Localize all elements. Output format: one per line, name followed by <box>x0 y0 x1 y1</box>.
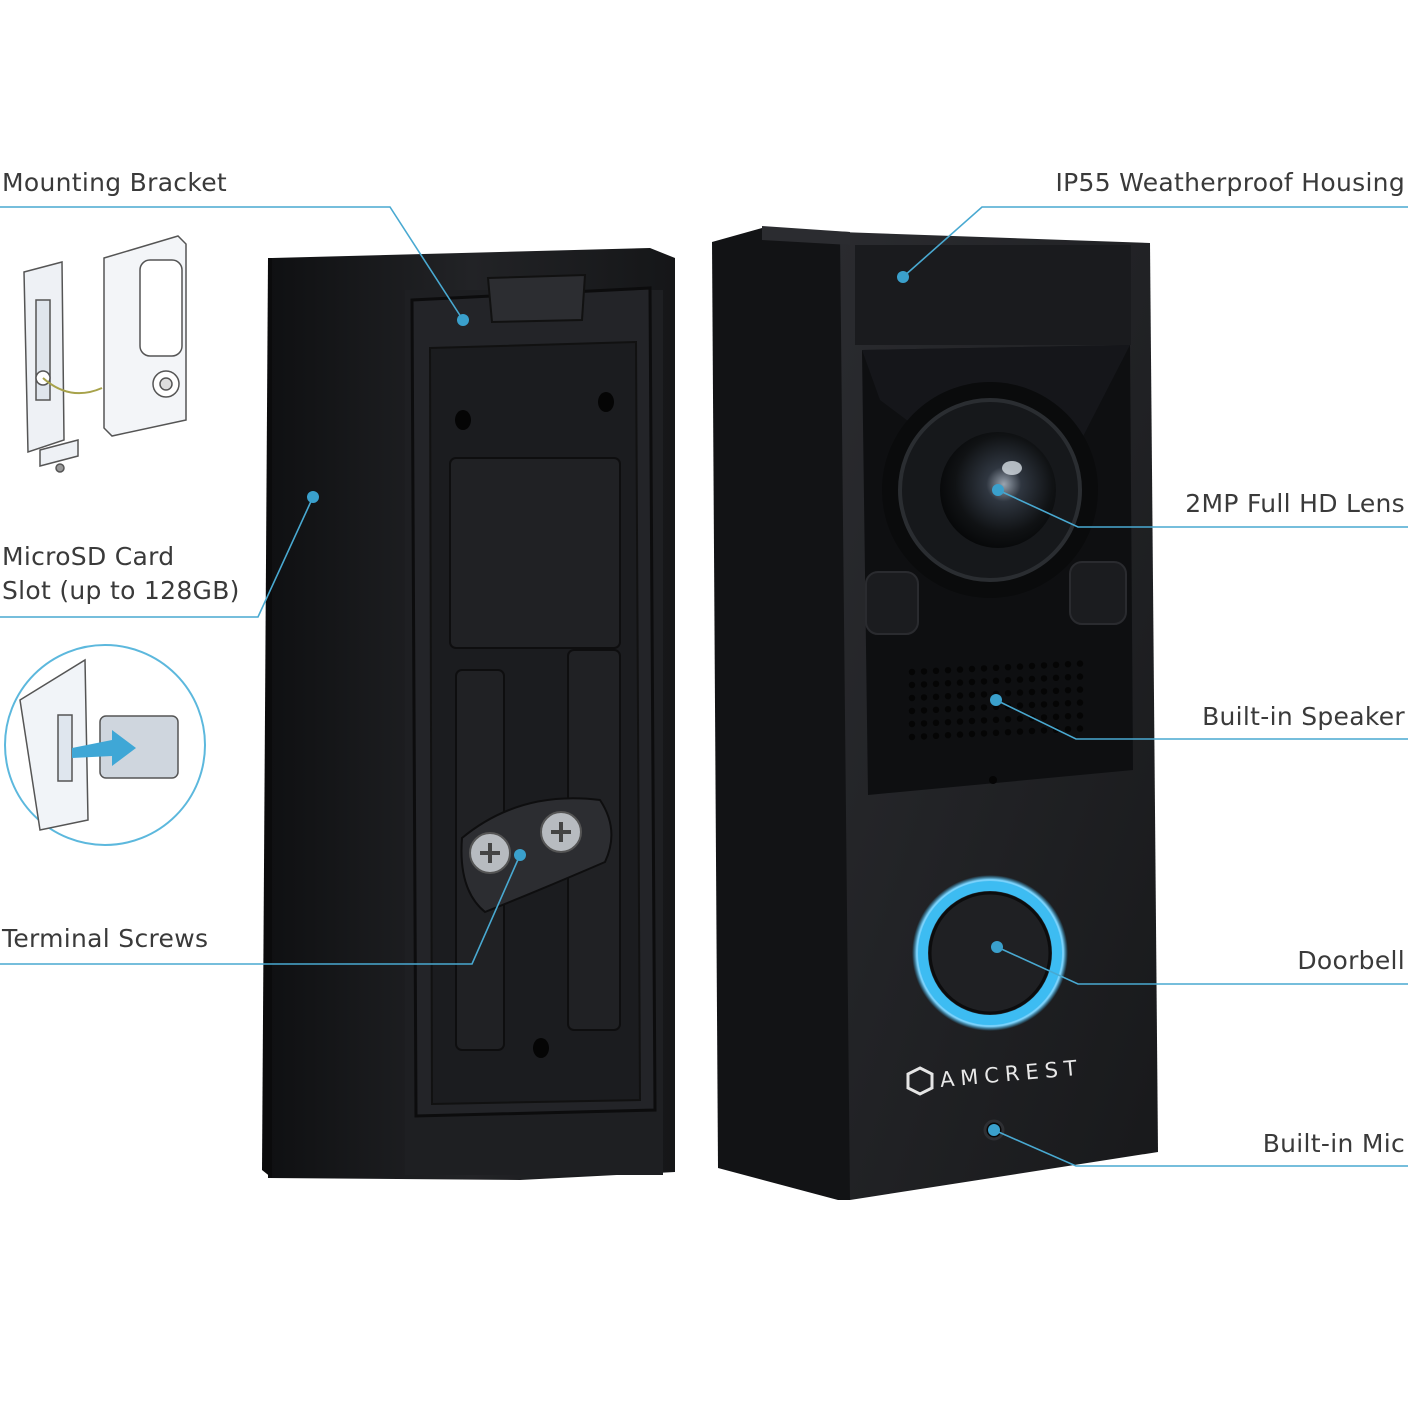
label-terminal-screws: Terminal Screws <box>2 924 209 953</box>
label-doorbell: Doorbell <box>1297 946 1405 975</box>
label-speaker: Built-in Speaker <box>1202 702 1405 731</box>
insert-arrow-icon <box>72 730 136 766</box>
doorbell-front-view <box>712 226 1158 1200</box>
callout-lines <box>0 206 1408 1167</box>
label-microsd-line1: MicroSD Card <box>2 542 175 571</box>
microsd-insert-illustration <box>4 644 206 846</box>
camera-lens <box>882 382 1098 598</box>
weatherproof-housing-panel <box>855 245 1131 345</box>
label-mounting-bracket: Mounting Bracket <box>2 168 228 197</box>
label-housing: IP55 Weatherproof Housing <box>1055 168 1405 197</box>
callout-dots <box>307 271 1004 1136</box>
label-microsd-line2: Slot (up to 128GB) <box>2 576 240 605</box>
amcrest-logo-icon <box>906 1066 934 1096</box>
doorbell-back-view <box>262 248 675 1180</box>
doorbell-button <box>912 875 1068 1031</box>
bracket-line-illustration <box>23 235 187 473</box>
label-lens: 2MP Full HD Lens <box>1185 489 1405 518</box>
mounting-bracket-plate <box>410 273 657 1118</box>
label-mic: Built-in Mic <box>1262 1129 1405 1158</box>
